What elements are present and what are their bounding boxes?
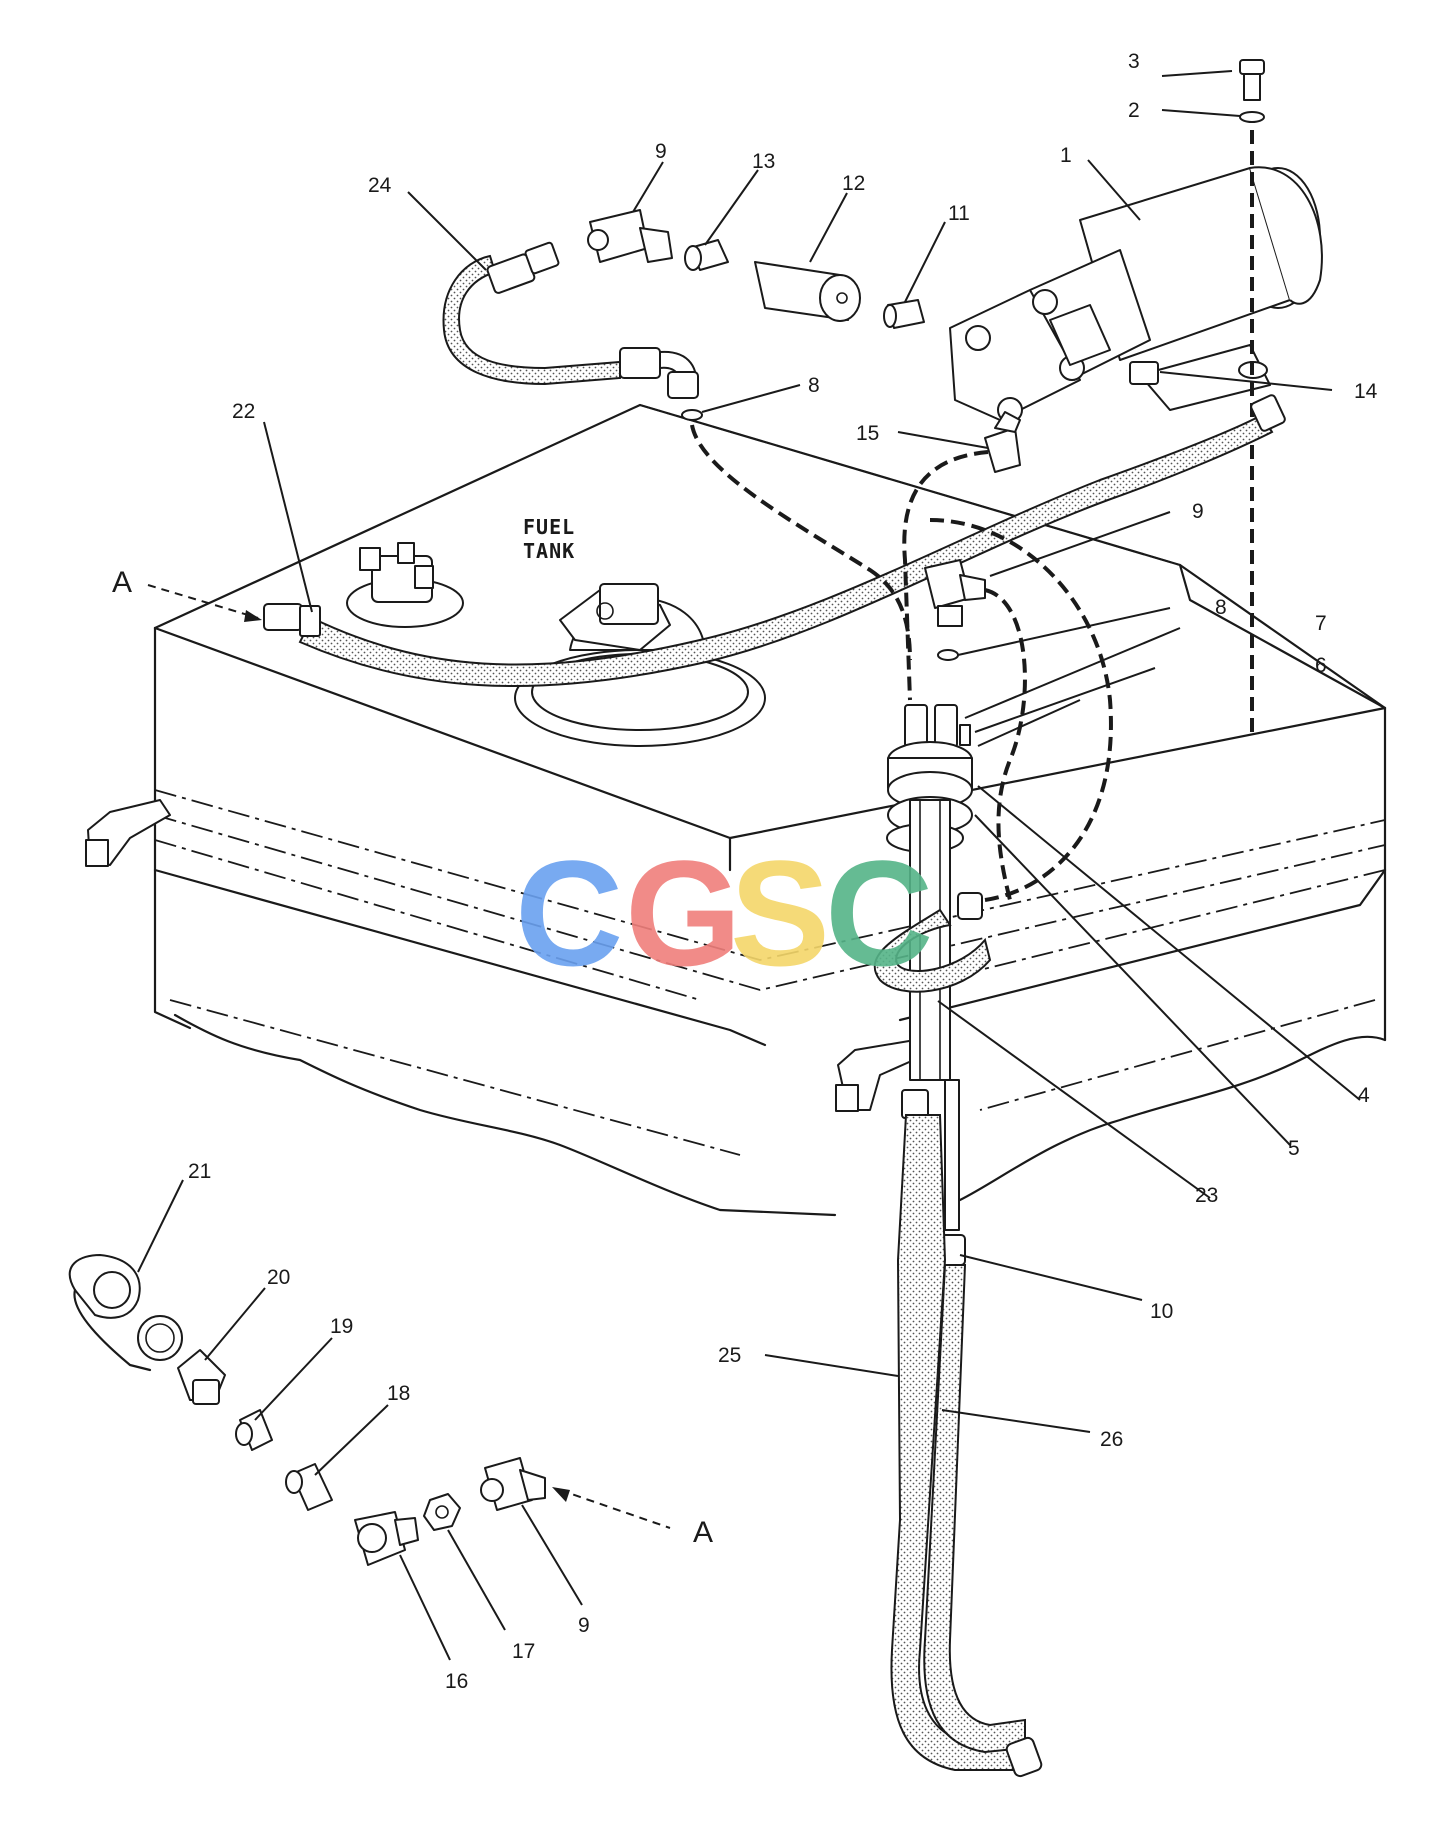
- tank-caption-line2: TANK: [523, 539, 575, 563]
- pipe-nipple: [883, 299, 925, 329]
- section-marker-bottom: A: [693, 1516, 713, 1549]
- inline-filter: [754, 261, 861, 322]
- callout-18: 18: [387, 1382, 410, 1405]
- callout-1: 1: [1060, 144, 1072, 167]
- section-marker-top: A: [112, 566, 132, 599]
- callout-3: 3: [1128, 50, 1140, 73]
- callout-14: 14: [1354, 380, 1378, 403]
- callout-9-mid: 9: [1192, 500, 1204, 523]
- leader-lines: [137, 70, 1361, 1661]
- callout-19: 19: [330, 1315, 353, 1338]
- adapter-fitting-19: [235, 1409, 273, 1451]
- watermark-letter-2: G: [625, 829, 742, 997]
- callout-26: 26: [1100, 1428, 1123, 1451]
- elbow-fitting-bottom: [480, 1457, 546, 1511]
- callout-labels: 3 2 1 14 9 13 12 11 24 8 22 15 9 8 7 6 4…: [188, 50, 1378, 1693]
- callout-17: 17: [512, 1640, 535, 1663]
- elbow-fitting-top: [587, 209, 673, 263]
- callout-8-mid: 8: [1215, 596, 1227, 619]
- callout-4: 4: [1358, 1084, 1370, 1107]
- dust-cap: [68, 1254, 183, 1372]
- cgsc-watermark: C G S C: [515, 829, 933, 997]
- callout-13: 13: [752, 150, 775, 173]
- callout-10: 10: [1150, 1300, 1173, 1323]
- transfer-pump-motor: [949, 166, 1323, 423]
- adapter-fitting-18: [285, 1463, 333, 1511]
- callout-22: 22: [232, 400, 255, 423]
- callout-15: 15: [856, 422, 879, 445]
- mount-bolt: [1239, 59, 1265, 101]
- pickup-tube-assembly: [873, 704, 992, 1266]
- lock-washer: [1239, 111, 1265, 123]
- supply-return-lines: [890, 1114, 1043, 1778]
- callout-21: 21: [188, 1160, 211, 1183]
- watermark-letter-4: C: [825, 829, 933, 997]
- filler-neck: [346, 542, 464, 628]
- callout-9-top: 9: [655, 140, 667, 163]
- callout-16: 16: [445, 1670, 468, 1693]
- callout-6: 6: [1315, 654, 1327, 677]
- tank-caption-line1: FUEL: [523, 515, 575, 539]
- callout-11: 11: [948, 202, 970, 225]
- callout-20: 20: [267, 1266, 290, 1289]
- right-mount-bracket: [835, 1039, 926, 1112]
- connector-fitting: [684, 239, 729, 271]
- callout-23: 23: [1195, 1184, 1218, 1207]
- hose-24: [442, 241, 699, 399]
- callout-5: 5: [1288, 1137, 1300, 1160]
- callout-25: 25: [718, 1344, 741, 1367]
- watermark-letter-1: C: [515, 829, 623, 997]
- hose-22: [263, 394, 1286, 688]
- quick-coupler-nipple: [177, 1349, 226, 1405]
- callout-9-bottom: 9: [578, 1614, 590, 1637]
- fuel-tank: [153, 403, 1387, 1217]
- watermark-letter-3: S: [730, 829, 830, 997]
- callout-2: 2: [1128, 99, 1140, 122]
- elbow-fitting-16: [354, 1511, 419, 1566]
- o-ring-seal-top: [681, 409, 703, 421]
- left-mount-bracket: [85, 799, 171, 867]
- o-ring-seal-mid: [937, 649, 959, 661]
- lock-nut: [423, 1493, 461, 1531]
- callout-7: 7: [1315, 612, 1327, 635]
- pump-outlet-fitting: [1129, 361, 1159, 385]
- callout-8-top: 8: [808, 374, 820, 397]
- elbow-fitting-mid: [924, 559, 986, 627]
- elbow-fitting-15: [984, 411, 1021, 473]
- callout-12: 12: [842, 172, 865, 195]
- callout-24: 24: [368, 174, 392, 197]
